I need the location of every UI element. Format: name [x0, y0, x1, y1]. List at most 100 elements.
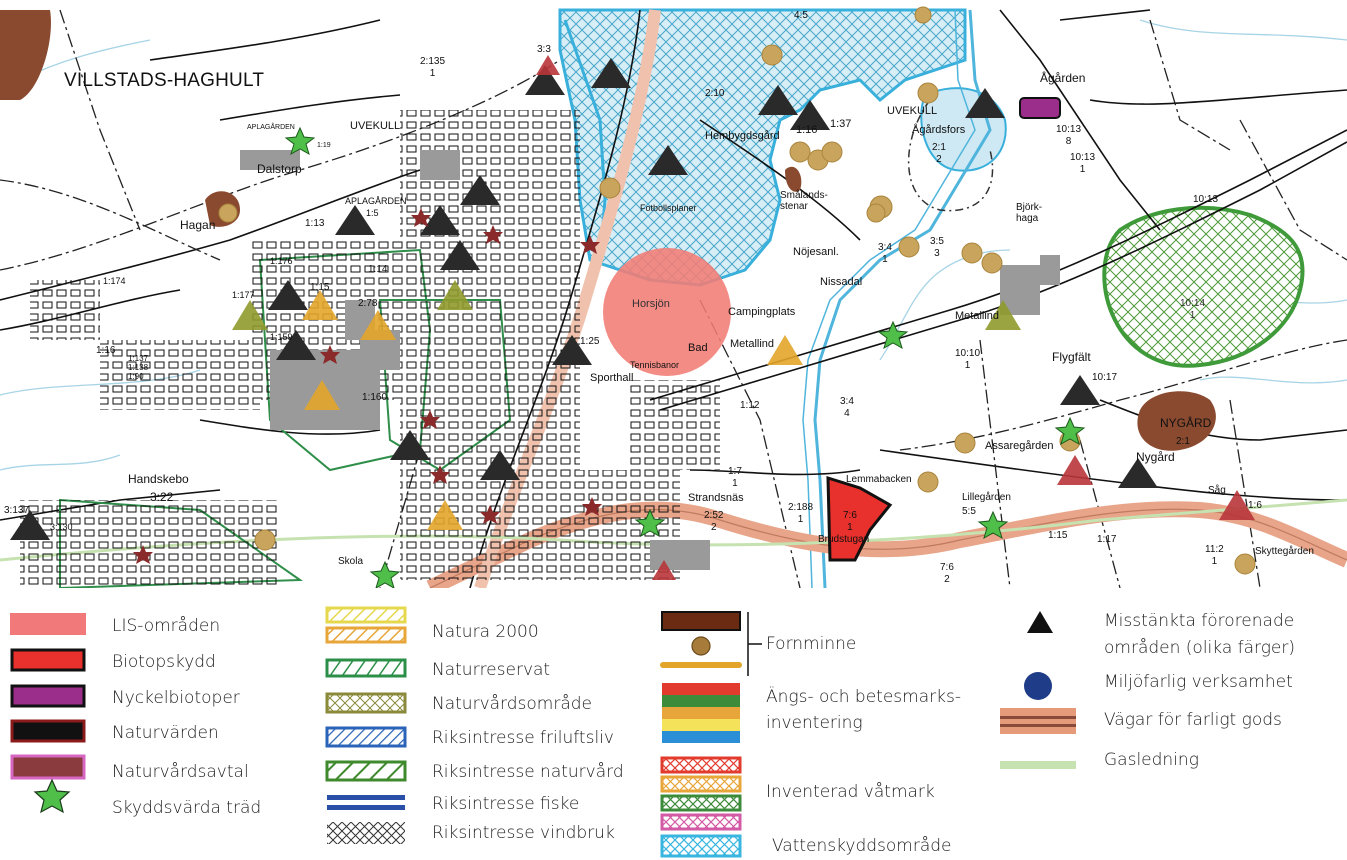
- place-label: Lillegården: [962, 492, 1011, 503]
- parcel-label: 2:188 1: [788, 502, 814, 525]
- place-label: Dalstorp: [257, 162, 302, 176]
- place-label: APLAGÅRDEN: [247, 124, 295, 131]
- place-label: Fotbollsplaner: [640, 203, 697, 213]
- place-label: Nissadal: [820, 276, 863, 288]
- parcel-label: 1:137 1:138 1:90: [128, 354, 149, 381]
- dark-stars: [133, 208, 602, 564]
- misstankta-triangle: [1027, 611, 1053, 633]
- olive-triangles: [232, 280, 1021, 330]
- legend-label-misstankta: Misstänkta förorenade områden (olika fär…: [1104, 611, 1296, 658]
- place-label: Såg: [1208, 485, 1226, 496]
- nyckelbiotoper-swatch: [10, 684, 86, 708]
- place-label: VILLSTADS-HAGHULT: [64, 70, 265, 91]
- gasledning-line: [1000, 761, 1076, 769]
- parcel-label: 1:5: [366, 208, 379, 218]
- parcel-label: 4:5: [794, 10, 808, 21]
- parcel-label: 3:137: [4, 505, 30, 516]
- parcel-label: 1:19: [317, 142, 331, 149]
- place-label: Campingplats: [728, 306, 796, 318]
- place-label: Lemmabacken: [846, 474, 912, 485]
- fiske-line-1: [327, 795, 405, 800]
- legend-label-naturvarden: Naturvärden: [112, 723, 219, 743]
- parcel-label: 3:4 4: [840, 396, 854, 419]
- place-label: Handskebo: [128, 472, 189, 486]
- natura-swatch-a: [325, 606, 407, 624]
- skyddsvarda-star: [33, 778, 71, 814]
- parcel-label: 5:5: [962, 506, 976, 517]
- legend-label-vindbruk: Riksintresse vindbruk: [432, 823, 615, 843]
- legend-label-friluftsliv: Riksintresse friluftsliv: [432, 728, 614, 748]
- place-label: Ågården: [1040, 71, 1086, 85]
- parcel-label: 3:5 3: [930, 236, 944, 259]
- place-label: Tennisbanor: [630, 360, 680, 370]
- parcel-label: 1:37: [830, 118, 852, 130]
- place-label: Metallind: [730, 338, 775, 350]
- parcel-label: 1:14: [368, 264, 388, 275]
- legend-label-angs: Ängs- och betesmarks- inventering: [766, 687, 961, 733]
- red-triangles: [536, 55, 1255, 580]
- parcel-label: 3:3: [537, 44, 551, 55]
- built-area: [20, 110, 720, 588]
- legend-label-miljofarlig: Miljöfarlig verksamhet: [1104, 672, 1293, 692]
- parcel-label: 1:174: [103, 276, 126, 286]
- parcel-label: 11:2 1: [1205, 544, 1224, 567]
- legend-label-nyckelbiotoper: Nyckelbiotoper: [112, 688, 240, 708]
- tree-stars: [284, 126, 1086, 588]
- naturreservat-swatch: [325, 658, 407, 678]
- fornminne-point: [691, 636, 711, 656]
- place-label: Metallind: [955, 310, 1000, 322]
- legend-label-gasledning: Gasledning: [1104, 750, 1199, 770]
- place-label: Hagan: [180, 218, 216, 232]
- parcel-label: 7:6 2: [940, 562, 954, 585]
- place-label: Skyttegården: [1255, 546, 1314, 557]
- place-label: Ågårdsfors: [912, 124, 966, 136]
- legend-label-skyddsvarda: Skyddsvärda träd: [112, 798, 262, 818]
- parcel-label: 1:25: [580, 336, 600, 347]
- fiske-line-2: [327, 805, 405, 810]
- parcel-label: 1:16: [96, 345, 116, 356]
- place-label: Assaregården: [985, 440, 1054, 452]
- parcel-label: 2:135 1: [420, 56, 446, 79]
- parcel-label: 1:12: [740, 400, 760, 411]
- biotopskydd-swatch: [10, 648, 86, 672]
- vindbruk-swatch: [327, 822, 405, 844]
- parcel-label: 2:78: [358, 298, 378, 309]
- naturvard-swatch: [325, 760, 407, 782]
- parcel-label: 1:6: [1248, 500, 1262, 511]
- naturvarden-swatch: [10, 719, 86, 743]
- legend-symbols: [10, 606, 1076, 858]
- naturvardsomrade-swatch: [325, 692, 407, 714]
- legend-label-fornminne: Fornminne: [766, 634, 857, 654]
- parcel-label: 3:22: [150, 490, 174, 504]
- map-legend: LIS-områden Biotopskydd Nyckelbiotoper N…: [0, 588, 1347, 860]
- parcel-label: 10:13 8: [1056, 124, 1082, 147]
- parcel-label: 10:14 1: [1180, 298, 1206, 321]
- vattenskydd-swatch: [660, 834, 742, 858]
- place-label: Sporthall: [590, 372, 634, 384]
- parcel-label: 2:1 2: [932, 142, 946, 165]
- parcel-label: 1:17: [1097, 534, 1117, 545]
- parcel-label: 1:15: [1048, 530, 1068, 541]
- fornminne-swatch: [661, 611, 741, 631]
- parcel-label: 1:176: [270, 256, 293, 266]
- lis-swatch: [10, 613, 86, 635]
- place-label: Strandsnäs: [688, 492, 744, 504]
- map-base: [0, 6, 1347, 588]
- map-area[interactable]: VILLSTADS-HAGHULT UVEKULL UVEKULL Dalsto…: [0, 0, 1347, 588]
- nature-reserve-area: [1102, 205, 1305, 368]
- place-label: Horsjön: [632, 298, 670, 310]
- legend-label-biotopskydd: Biotopskydd: [112, 652, 216, 672]
- parcel-label: 1:7 1: [728, 466, 742, 489]
- parcel-label: 1:13: [305, 218, 325, 229]
- legend-label-natura: Natura 2000: [432, 622, 539, 642]
- fornminne-line: [660, 662, 742, 668]
- place-label: Bad: [688, 342, 708, 354]
- friluftsliv-swatch: [325, 726, 407, 748]
- place-label: Hembygdsgård: [705, 130, 780, 142]
- place-label: NYGÅRD: [1160, 416, 1212, 430]
- parcel-label: 1:16: [796, 124, 818, 136]
- legend-label-naturreservat: Naturreservat: [432, 660, 551, 680]
- parcel-label: 3:4 1: [878, 242, 892, 265]
- lis-area-circle: [603, 248, 731, 376]
- water-protection-area: [558, 8, 967, 287]
